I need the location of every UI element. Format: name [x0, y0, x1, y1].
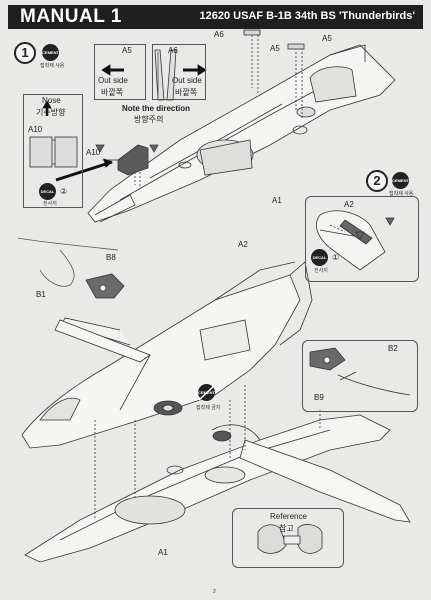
reference-box	[232, 508, 344, 568]
outside-label-2: Out side	[172, 76, 202, 85]
step-1-circle: 1	[14, 42, 36, 64]
part-a5	[287, 43, 305, 50]
decal-number: ②	[60, 187, 68, 196]
b2-label: B2	[388, 344, 398, 353]
a10-label: A10	[86, 148, 101, 157]
no-cement-caption: 접착제 금지	[196, 405, 221, 411]
step2-detail	[316, 210, 395, 271]
decal-caption: 전사지	[43, 201, 57, 207]
decal-number-step2: ①	[332, 253, 340, 262]
a6-box-label: A6	[168, 46, 178, 55]
no-cement-icon: CEMENT	[198, 384, 215, 401]
a5-label: A5	[270, 44, 280, 53]
decal-icon: DECAL	[39, 183, 56, 200]
decal-caption-step2: 전사지	[314, 268, 328, 274]
step2-detail-box	[305, 196, 419, 282]
step1-fuselage-a1	[87, 35, 396, 223]
b9-label: B9	[314, 393, 324, 402]
a6-label: A6	[214, 30, 224, 39]
a5-box-label: A5	[122, 46, 132, 55]
a2-label-step2: A2	[344, 200, 354, 209]
a5-label-2: A5	[322, 34, 332, 43]
manual-title: MANUAL 1	[20, 6, 122, 27]
part-a6	[243, 29, 261, 36]
step3-lower-a1	[24, 319, 411, 563]
a10-label-box: A10	[28, 125, 43, 134]
note-direction-kr: 방향주의	[134, 115, 164, 124]
b8-label: B8	[106, 253, 116, 262]
reference-label-kr: 참고	[279, 524, 294, 533]
header-bar: MANUAL 1 12620 USAF B-1B 34th BS 'Thunde…	[8, 5, 423, 29]
nose-label-kr: 기수방향	[36, 108, 66, 117]
part-a10	[117, 144, 149, 176]
a1-label-step3: A1	[158, 548, 168, 557]
cement-icon: CEMENT	[42, 44, 59, 61]
decal-icon-step2: DECAL	[311, 249, 328, 266]
step-2-circle: 2	[366, 170, 388, 192]
a1-label: A1	[272, 196, 282, 205]
outside-label-kr: 바깥쪽	[101, 88, 124, 97]
nose-label: Nose	[42, 96, 61, 105]
cement-caption: 접착제 사용	[40, 63, 65, 69]
cement-caption-step2: 접착제 사용	[389, 191, 414, 197]
outside-label-kr-2: 바깥쪽	[175, 88, 198, 97]
a2-label: A2	[238, 240, 248, 249]
b1-label: B1	[36, 290, 46, 299]
kit-subtitle: 12620 USAF B-1B 34th BS 'Thunderbirds'	[199, 10, 416, 22]
reference-label: Reference	[270, 512, 307, 521]
a5-direction-box	[94, 44, 146, 100]
note-direction: Note the direction	[122, 104, 191, 113]
a6-direction-box	[152, 44, 206, 100]
outside-label: Out side	[98, 76, 128, 85]
step3-upper-a2	[21, 261, 313, 449]
b9-detail-box	[302, 340, 418, 412]
page-number: 2	[213, 589, 216, 595]
nose-direction-box	[23, 94, 83, 208]
cement-icon-step2: CEMENT	[392, 172, 409, 189]
